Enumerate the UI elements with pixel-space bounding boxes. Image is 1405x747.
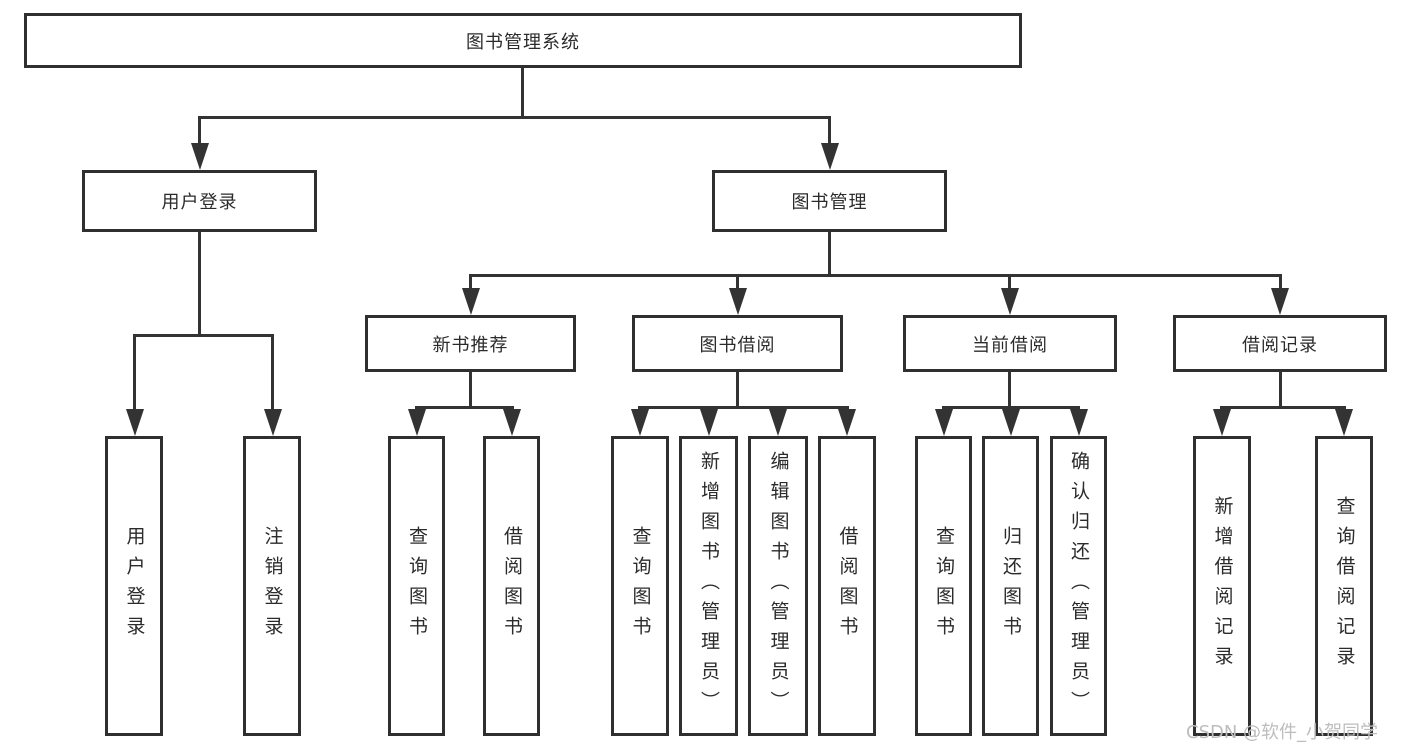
leaf-return-books: 归还图书 bbox=[982, 436, 1039, 736]
csdn-watermark: CSDN @软件_小贺同学 bbox=[1186, 722, 1379, 743]
connector-line bbox=[469, 274, 1282, 277]
connector-line bbox=[415, 406, 514, 409]
connector-line bbox=[133, 334, 274, 337]
arrowhead-down-icon bbox=[1271, 288, 1289, 315]
arrowhead-down-icon bbox=[935, 409, 953, 436]
arrowhead-down-icon bbox=[1335, 409, 1353, 436]
node-label: 新书推荐 bbox=[432, 334, 509, 356]
node-label: 图书管理系统 bbox=[466, 31, 580, 53]
leaf-label: 注销登录 bbox=[261, 526, 284, 646]
arrowhead-down-icon bbox=[462, 288, 480, 315]
node-label: 当前借阅 bbox=[972, 334, 1048, 356]
connector-line bbox=[469, 372, 472, 408]
connector-line bbox=[469, 274, 472, 292]
connector-line bbox=[271, 334, 274, 412]
arrowhead-down-icon bbox=[838, 409, 856, 436]
arrowhead-down-icon bbox=[769, 409, 787, 436]
connector-line bbox=[521, 68, 524, 117]
leaf-logout: 注销登录 bbox=[243, 436, 301, 736]
arrowhead-down-icon bbox=[264, 409, 282, 436]
arrowhead-down-icon bbox=[821, 143, 839, 170]
leaf-query-books-borrowing: 查询图书 bbox=[611, 436, 669, 736]
node-label: 借阅记录 bbox=[1242, 334, 1318, 356]
leaf-borrow-books: 借阅图书 bbox=[818, 436, 876, 736]
leaf-label: 查询图书 bbox=[406, 526, 428, 646]
node-label: 用户登录 bbox=[161, 192, 238, 213]
connector-line bbox=[133, 334, 136, 412]
connector-line bbox=[828, 116, 831, 146]
connector-line bbox=[1008, 274, 1011, 292]
connector-line bbox=[1279, 372, 1282, 408]
leaf-label: 查询图书 bbox=[933, 526, 955, 646]
leaf-label: 查询图书 bbox=[629, 526, 652, 646]
arrowhead-down-icon bbox=[700, 409, 718, 436]
arrowhead-down-icon bbox=[503, 409, 521, 436]
leaf-label: 新增借阅记录 bbox=[1211, 496, 1234, 676]
leaf-borrow-books-recommend: 借阅图书 bbox=[483, 436, 540, 736]
node-book-borrowing: 图书借阅 bbox=[632, 315, 843, 372]
arrowhead-down-icon bbox=[408, 409, 426, 436]
node-user-login: 用户登录 bbox=[82, 170, 317, 232]
node-label: 图书管理 bbox=[791, 192, 868, 213]
leaf-add-books-admin: 新增图书（管理员） bbox=[679, 436, 738, 736]
arrowhead-down-icon bbox=[729, 288, 747, 315]
connector-line bbox=[736, 274, 739, 292]
arrowhead-down-icon bbox=[1213, 409, 1231, 436]
node-label: 图书借阅 bbox=[699, 334, 776, 356]
arrowhead-down-icon bbox=[1002, 409, 1020, 436]
leaf-label: 借阅图书 bbox=[501, 526, 523, 646]
arrowhead-down-icon bbox=[631, 409, 649, 436]
leaf-label: 借阅图书 bbox=[836, 526, 859, 646]
leaf-confirm-return-admin: 确认归还（管理员） bbox=[1050, 436, 1107, 736]
leaf-user-login: 用户登录 bbox=[105, 436, 163, 736]
connector-line bbox=[198, 116, 831, 119]
node-borrowing-records: 借阅记录 bbox=[1173, 315, 1387, 372]
node-current-borrowing: 当前借阅 bbox=[903, 315, 1117, 372]
connector-line bbox=[736, 372, 739, 408]
leaf-label: 查询借阅记录 bbox=[1333, 496, 1356, 676]
arrowhead-down-icon bbox=[191, 143, 209, 170]
leaf-label: 编辑图书（管理员） bbox=[767, 451, 790, 721]
leaf-query-borrow-record: 查询借阅记录 bbox=[1315, 436, 1373, 736]
connector-line bbox=[638, 406, 849, 409]
arrowhead-down-icon bbox=[1070, 409, 1088, 436]
leaf-add-borrow-record: 新增借阅记录 bbox=[1193, 436, 1251, 736]
arrowhead-down-icon bbox=[1001, 288, 1019, 315]
leaf-label: 用户登录 bbox=[123, 526, 146, 646]
leaf-label: 新增图书（管理员） bbox=[698, 451, 720, 721]
leaf-query-books-recommend: 查询图书 bbox=[388, 436, 445, 736]
connector-line bbox=[1279, 274, 1282, 292]
node-library-management-system: 图书管理系统 bbox=[24, 13, 1022, 68]
connector-line bbox=[1008, 372, 1011, 408]
connector-line bbox=[1220, 406, 1346, 409]
leaf-label: 确认归还（管理员） bbox=[1068, 451, 1090, 721]
connector-line bbox=[198, 232, 201, 336]
arrowhead-down-icon bbox=[126, 409, 144, 436]
leaf-edit-books-admin: 编辑图书（管理员） bbox=[748, 436, 808, 736]
leaf-label: 归还图书 bbox=[1000, 526, 1022, 646]
node-book-management: 图书管理 bbox=[712, 170, 947, 232]
node-new-book-recommendation: 新书推荐 bbox=[365, 315, 576, 372]
leaf-query-books-current: 查询图书 bbox=[915, 436, 972, 736]
connector-line bbox=[198, 116, 201, 146]
connector-line bbox=[828, 232, 831, 277]
